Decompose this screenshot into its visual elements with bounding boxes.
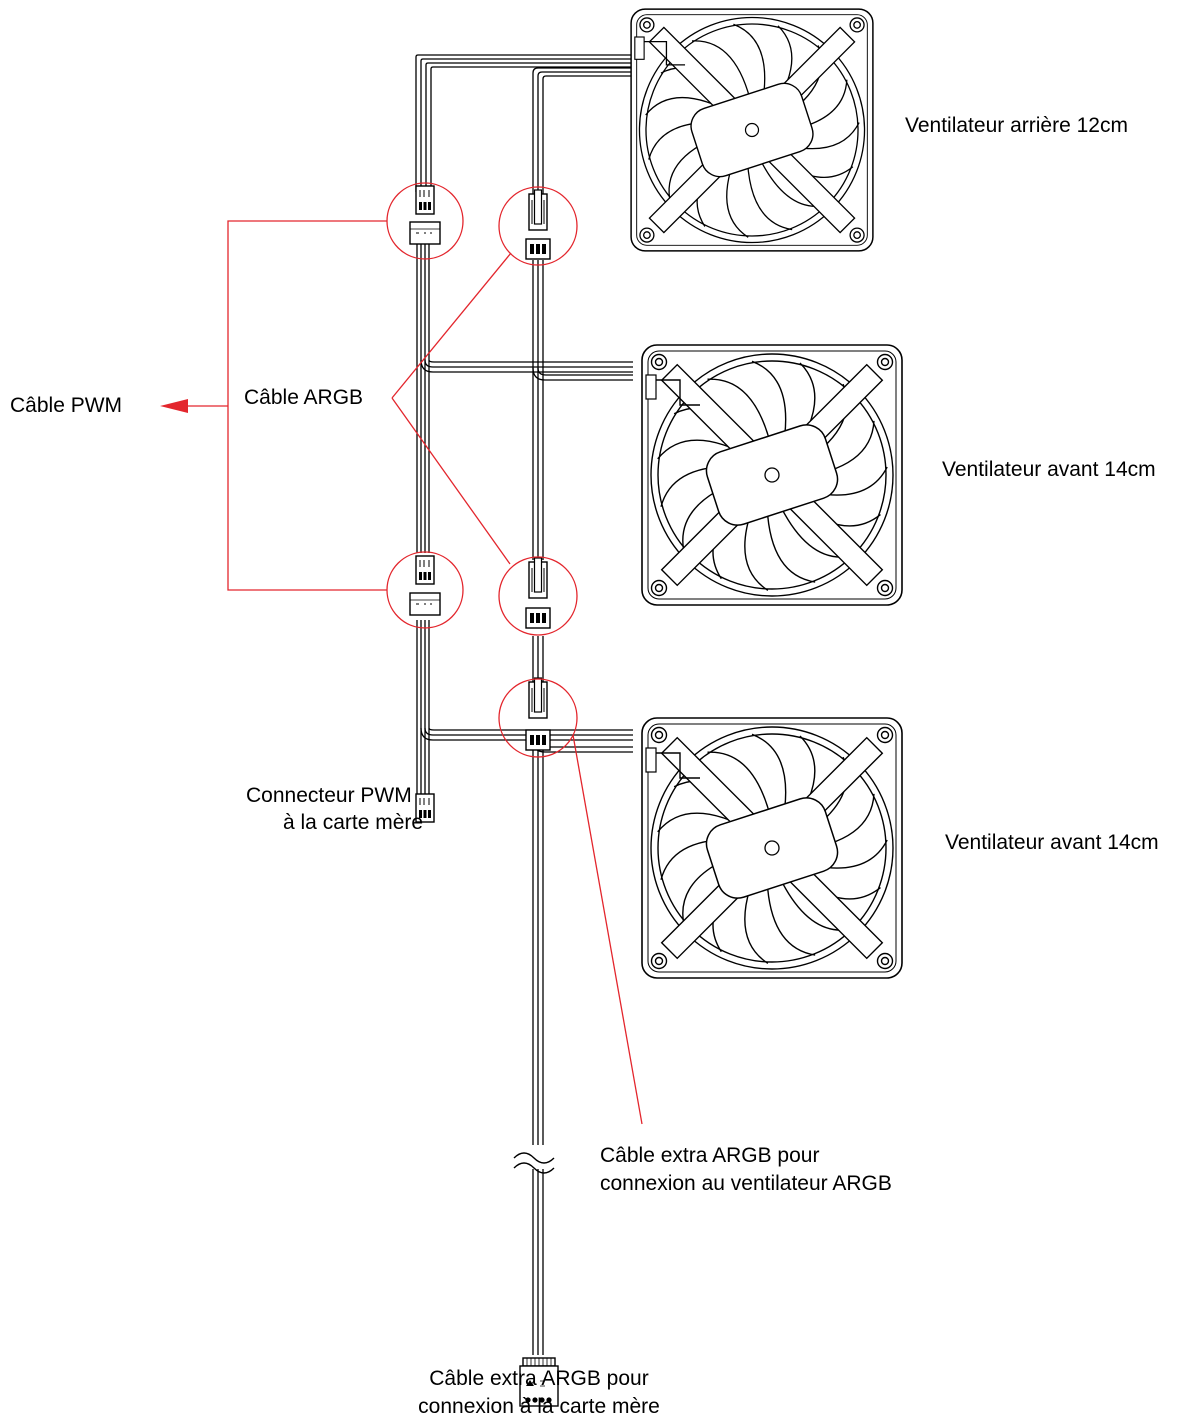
argb-callout-lines [391,252,512,565]
fan-front-14cm-2 [641,717,903,979]
fan-front-14cm-1 [641,344,903,606]
label-extra-argb-mb-line1: Câble extra ARGB pour [429,1367,649,1390]
label-fan-rear: Ventilateur arrière 12cm [905,114,1128,137]
arrow-left-icon [160,399,188,413]
label-extra-argb-fan-line1: Câble extra ARGB pour [600,1144,820,1167]
callout-circles [386,182,578,758]
label-pwm-cable: Câble PWM [10,394,123,417]
label-pwm-connector-line2: à la carte mère [283,811,424,834]
extra-argb-callout-line [572,734,643,1125]
cable-break-mark [510,1145,560,1174]
fan-rear-12cm [630,8,874,252]
label-extra-argb-fan-line2: connexion au ventilateur ARGB [600,1172,892,1195]
label-fan-front-1: Ventilateur avant 14cm [942,458,1156,481]
pwm-cable [415,54,633,796]
label-pwm-connector-line1: Connecteur PWM [246,784,412,807]
argb-motherboard-plug-icon [519,1357,559,1407]
label-argb-cable: Câble ARGB [244,386,364,409]
label-fan-front-2: Ventilateur avant 14cm [945,831,1159,854]
pwm-callout-lines [185,220,387,591]
argb-cable [532,67,633,1355]
label-extra-argb-mb-line2: connexion à la carte mère [418,1395,660,1418]
